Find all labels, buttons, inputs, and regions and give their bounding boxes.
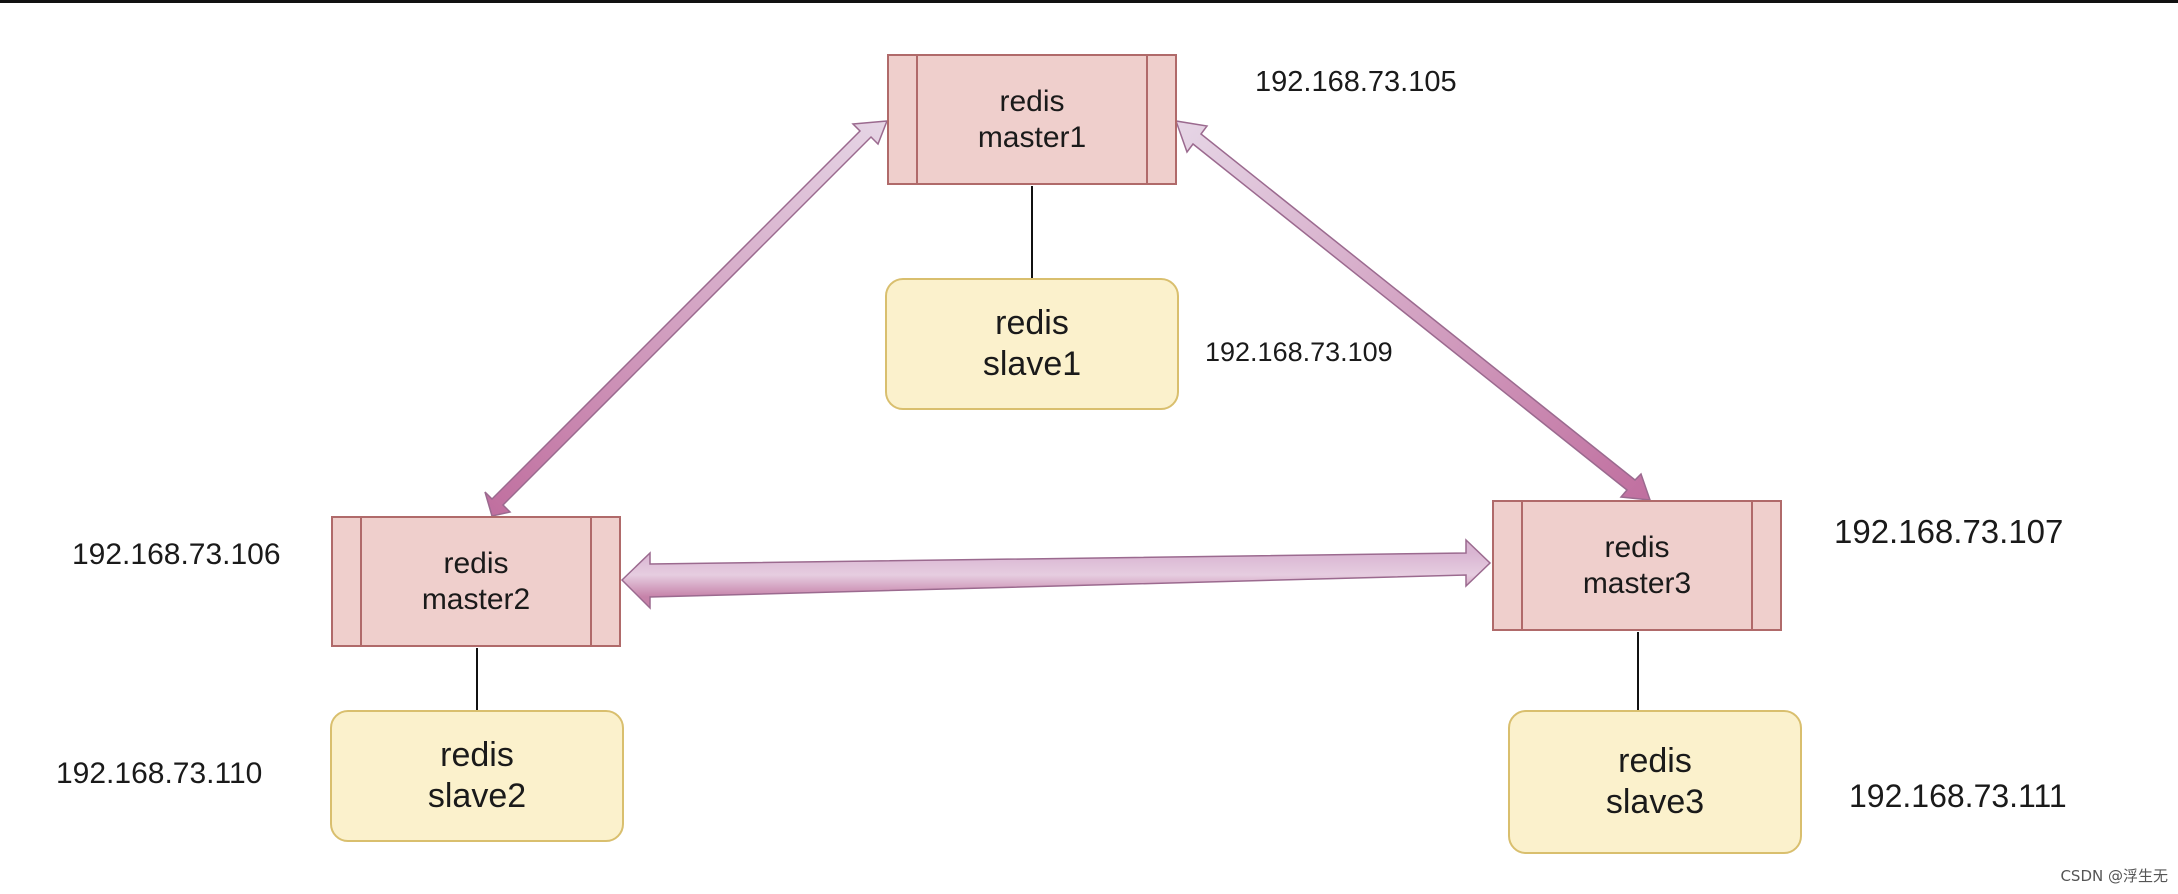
ip-label-slave2: 192.168.73.110 <box>56 757 263 790</box>
edge-master1-master2-arrow <box>484 120 889 517</box>
master-node-left-bar <box>360 518 362 645</box>
master-node-right-bar <box>1146 56 1148 183</box>
master-node-left-bar <box>1521 502 1523 629</box>
ip-label-master1: 192.168.73.105 <box>1255 66 1457 98</box>
top-border <box>0 0 2178 3</box>
ip-label-slave1: 192.168.73.109 <box>1205 337 1393 367</box>
watermark: CSDN @浮生无 <box>2060 867 2168 885</box>
node-label-line2: slave1 <box>982 345 1082 383</box>
node-label-line1: redis <box>443 546 509 580</box>
node-label-line2: master1 <box>977 120 1087 154</box>
node-label-line1: redis <box>1618 742 1692 781</box>
ip-label-master2: 192.168.73.106 <box>72 538 281 571</box>
node-label-line2: master2 <box>421 582 531 616</box>
node-redis-master3: redis master3 <box>1492 500 1782 631</box>
node-redis-master2: redis master2 <box>331 516 621 647</box>
master-node-left-bar <box>916 56 918 183</box>
node-label-line2: master3 <box>1582 566 1692 600</box>
node-label-line2: slave2 <box>427 777 527 815</box>
node-label-line1: redis <box>1604 530 1670 564</box>
edge-master1-master3-arrow <box>1174 120 1652 501</box>
master-node-right-bar <box>590 518 592 645</box>
node-redis-master1: redis master1 <box>887 54 1177 185</box>
node-redis-slave1: redis slave1 <box>885 278 1179 410</box>
edge-master2-master3-arrow <box>620 538 1492 610</box>
node-label-line1: redis <box>440 736 514 775</box>
node-redis-slave2: redis slave2 <box>330 710 624 842</box>
node-label-line1: redis <box>999 84 1065 118</box>
node-label-line1: redis <box>995 304 1069 343</box>
master-node-right-bar <box>1751 502 1753 629</box>
ip-label-slave3: 192.168.73.111 <box>1849 778 2067 814</box>
node-redis-slave3: redis slave3 <box>1508 710 1802 854</box>
ip-label-master3: 192.168.73.107 <box>1834 513 2064 550</box>
node-label-line2: slave3 <box>1605 783 1705 821</box>
